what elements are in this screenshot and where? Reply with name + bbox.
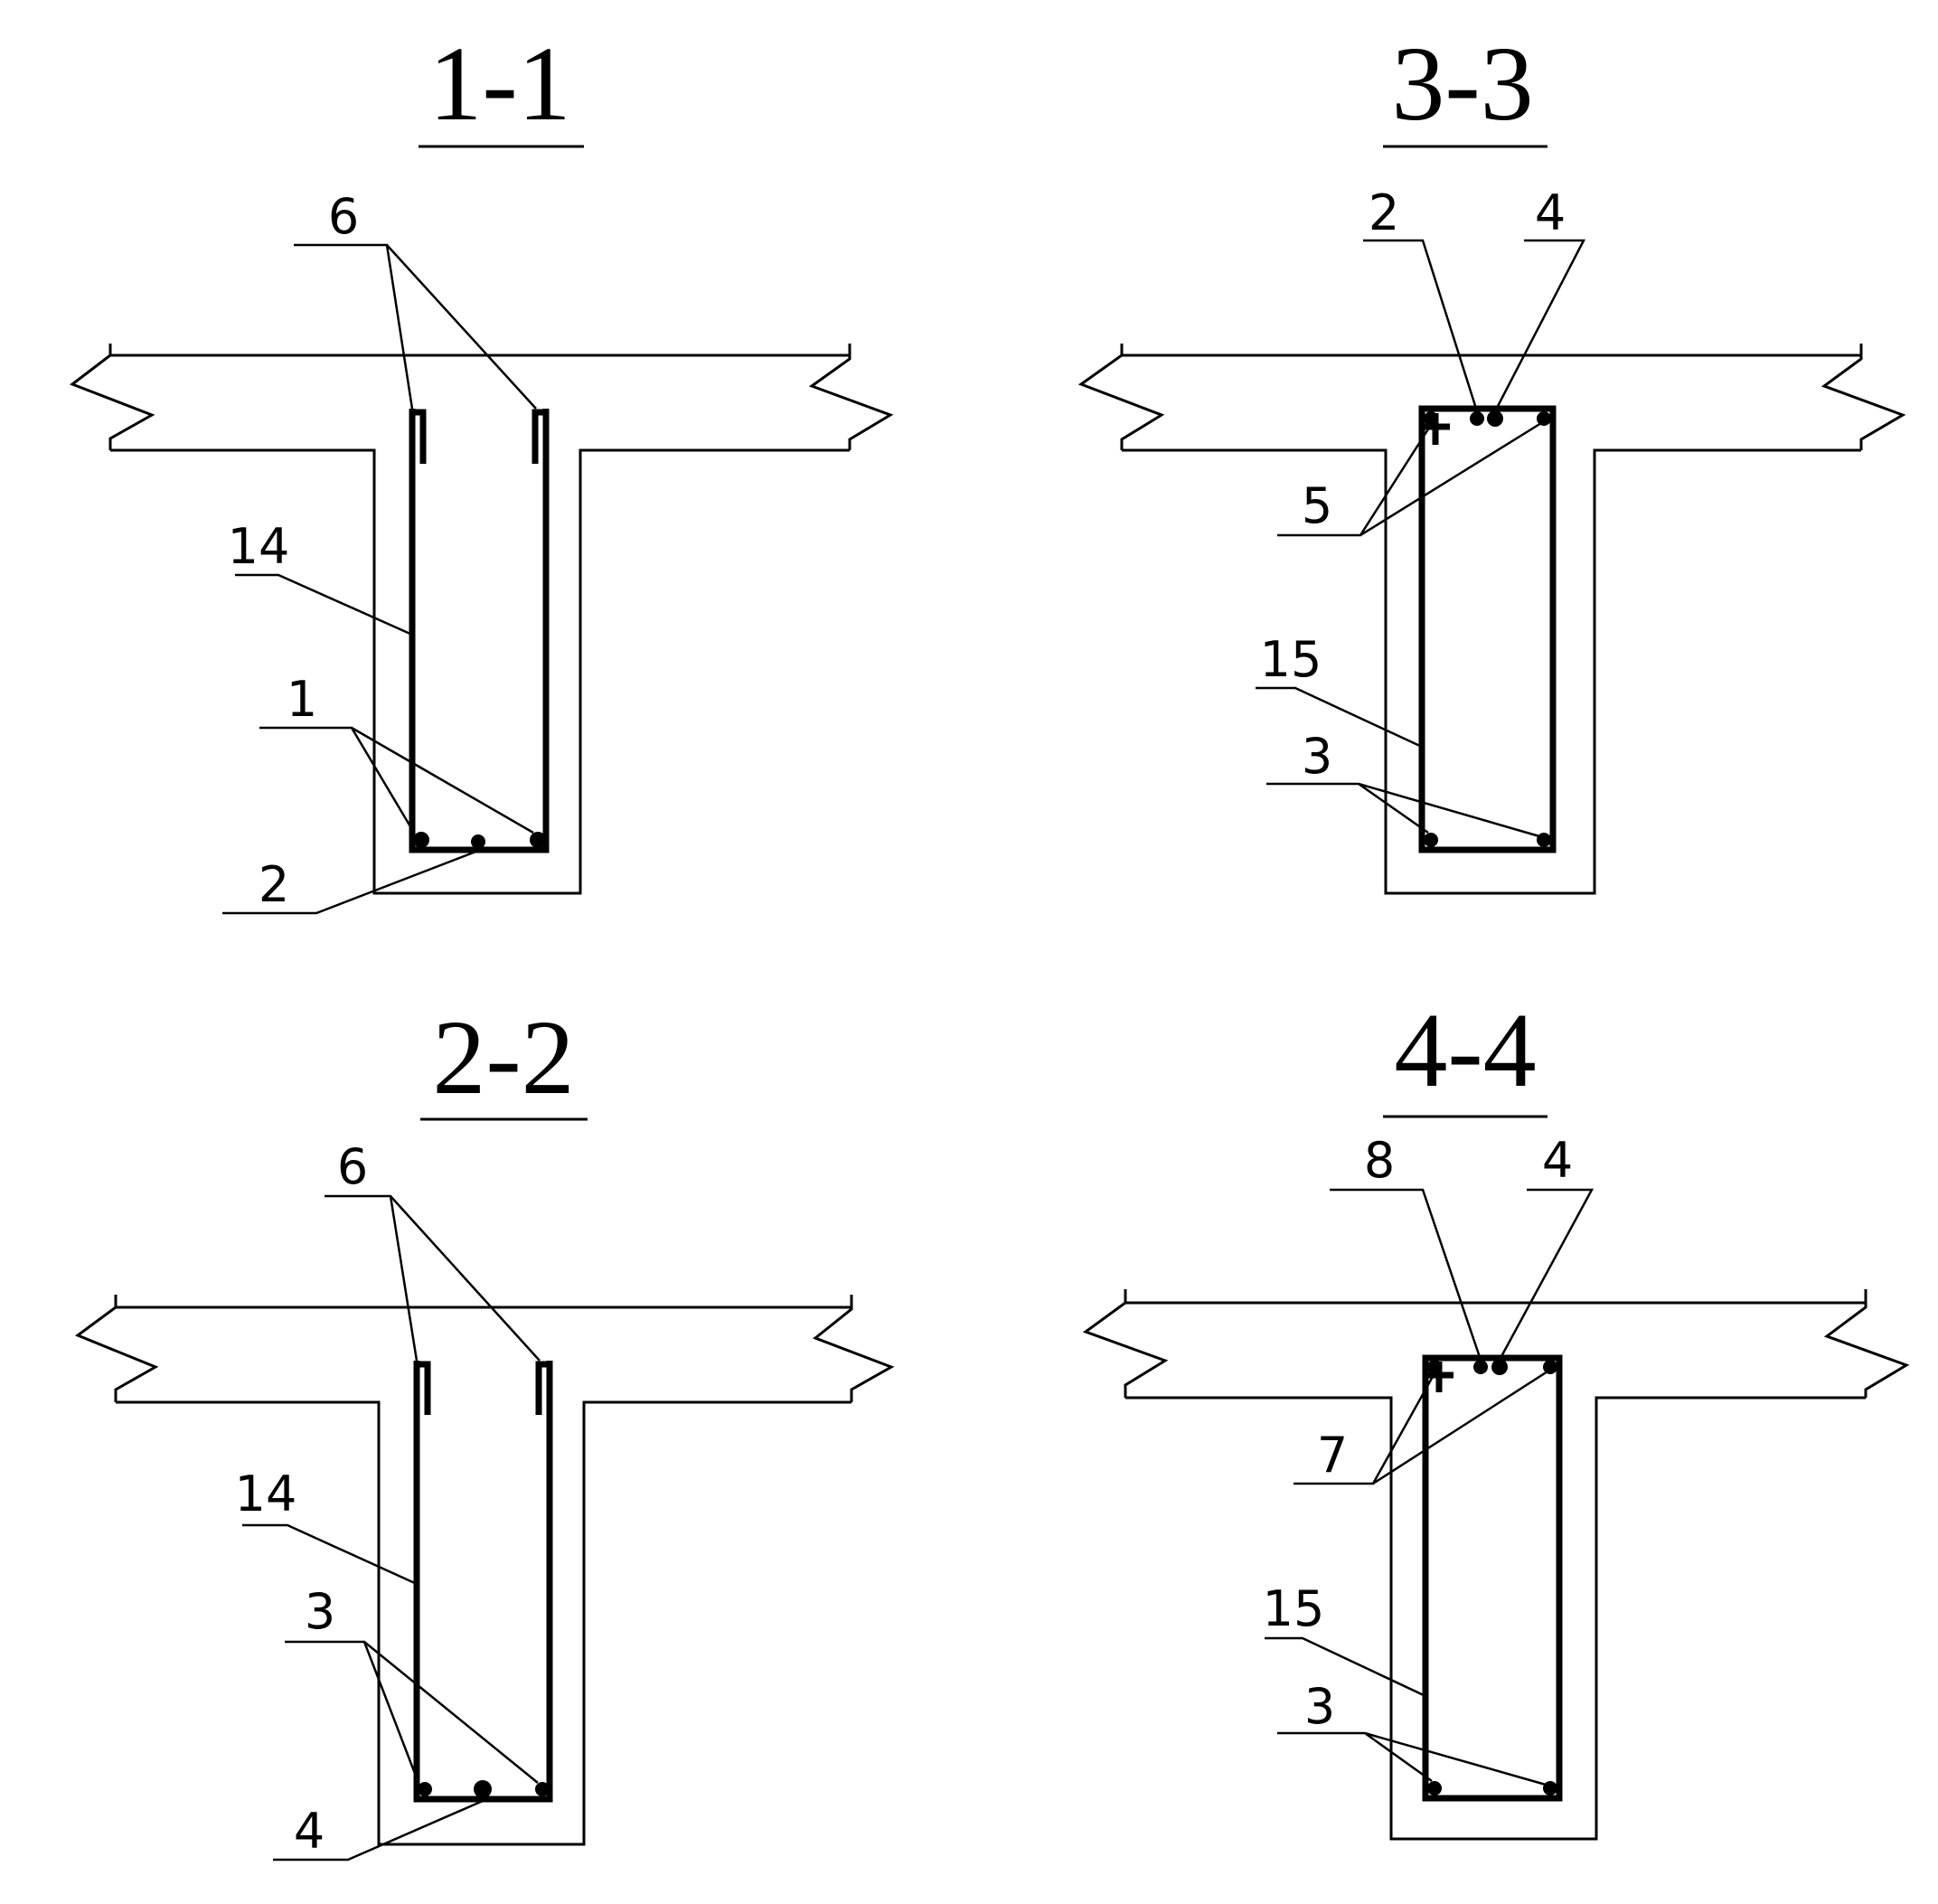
bottom-bar <box>471 834 485 849</box>
bottom-bar <box>1543 1781 1557 1796</box>
slab-and-web-outline <box>1077 344 1906 895</box>
top-corner-bar <box>1543 1360 1557 1374</box>
label-bottom-mid: 4 <box>294 1803 325 1860</box>
section-1-1: 1-1 6 14 1 2 <box>69 24 894 915</box>
label-stirrup: 15 <box>1260 631 1322 688</box>
label-top-left: 2 <box>1369 184 1399 241</box>
top-hook-right <box>535 1361 550 1415</box>
top-corner-bar <box>1424 411 1438 426</box>
leader-top-left <box>1330 1188 1482 1361</box>
label-stirrup: 15 <box>1263 1580 1325 1637</box>
section-2-2: 2-2 6 14 3 4 <box>74 998 895 1862</box>
label-bottom-bars: 1 <box>287 671 317 728</box>
top-bar <box>1470 411 1484 426</box>
section-title: 2-2 <box>432 998 574 1117</box>
leader-bottom-bars <box>1266 782 1540 838</box>
section-title: 3-3 <box>1391 24 1533 143</box>
bottom-bar <box>1537 833 1551 847</box>
leader-top-bars <box>294 243 537 410</box>
top-bar <box>1487 410 1503 427</box>
top-corner-bar <box>1537 411 1551 426</box>
bottom-bar <box>413 832 429 848</box>
leader-bottom-bars <box>259 726 534 834</box>
slab-and-web-outline <box>74 1295 895 1846</box>
leader-stirrup <box>1265 1636 1426 1698</box>
label-bottom-mid: 2 <box>259 856 289 913</box>
leader-stirrup <box>1256 686 1423 749</box>
leader-top-right <box>1498 1188 1595 1361</box>
label-top-bars: 6 <box>337 1138 368 1195</box>
label-stirrup: 14 <box>235 1466 297 1522</box>
leader-top-left <box>1363 239 1479 412</box>
leader-top-bars <box>1294 1370 1548 1485</box>
bottom-bar <box>1424 833 1438 847</box>
leader-bottom-bars <box>285 1640 539 1784</box>
label-top-bars: 5 <box>1302 477 1332 534</box>
section-3-3: 3-3 2 4 5 15 3 <box>1077 24 1906 895</box>
label-bottom-bars: 3 <box>305 1583 335 1640</box>
top-bar <box>1473 1360 1488 1374</box>
label-bottom-bars: 3 <box>1302 728 1332 785</box>
label-top-bars: 7 <box>1317 1427 1348 1484</box>
slab-and-web-outline <box>1082 1289 1910 1841</box>
leader-bottom-bars <box>1277 1731 1547 1786</box>
label-top-left: 8 <box>1364 1132 1395 1189</box>
section-title: 1-1 <box>428 24 570 143</box>
top-hook-left <box>417 1361 431 1415</box>
leader-top-right <box>1493 239 1586 412</box>
leader-stirrup <box>235 573 413 636</box>
slab-and-web-outline <box>69 344 894 895</box>
label-top-right: 4 <box>1542 1132 1573 1189</box>
leader-bottom-mid <box>273 1799 484 1862</box>
label-top-right: 4 <box>1535 184 1566 241</box>
section-title: 4-4 <box>1394 991 1536 1109</box>
label-bottom-bars: 3 <box>1304 1678 1335 1735</box>
top-corner-bar <box>1427 1360 1442 1374</box>
bottom-bar <box>1427 1781 1442 1796</box>
top-hook-right <box>532 409 546 464</box>
stirrup <box>409 409 550 853</box>
bottom-bar <box>535 1782 550 1796</box>
leader-bottom-mid <box>222 849 479 915</box>
stirrup <box>1418 405 1557 853</box>
stirrup <box>413 1361 553 1803</box>
bottom-bar <box>530 832 546 848</box>
label-stirrup: 14 <box>228 518 290 575</box>
label-top-bars: 6 <box>328 188 359 245</box>
bottom-bar <box>418 1782 432 1796</box>
leader-top-bars <box>1277 421 1542 537</box>
leader-top-bars <box>325 1194 541 1362</box>
top-hook-left <box>412 409 427 464</box>
stirrup <box>1422 1354 1563 1802</box>
bottom-bar <box>474 1780 492 1798</box>
leader-stirrup <box>242 1523 418 1586</box>
section-4-4: 4-4 8 4 7 15 3 <box>1082 991 1910 1841</box>
top-bar <box>1491 1359 1508 1375</box>
